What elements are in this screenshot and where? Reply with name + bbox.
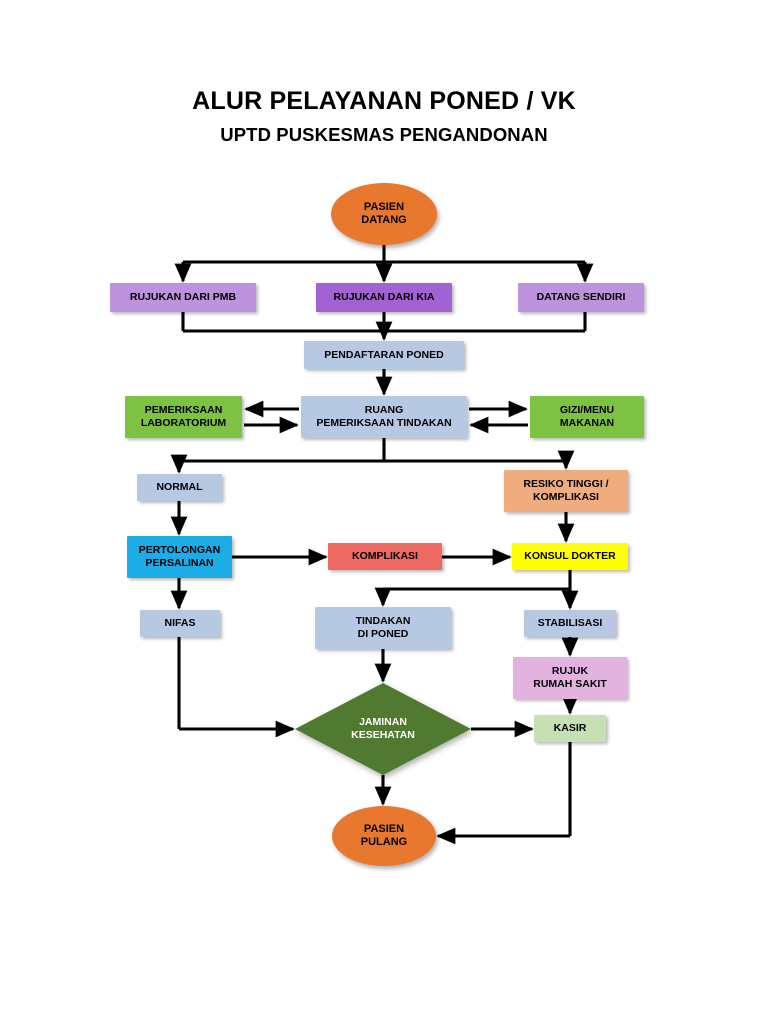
node-label: JAMINAN KESEHATAN xyxy=(351,715,415,741)
node-label: RESIKO TINGGI / KOMPLIKASI xyxy=(523,478,609,503)
page-title: ALUR PELAYANAN PONED / VK xyxy=(192,87,576,115)
node-label: KONSUL DOKTER xyxy=(524,550,616,563)
node-normal: NORMAL xyxy=(137,474,222,501)
node-label: KASIR xyxy=(553,722,587,735)
page-subtitle: UPTD PUSKESMAS PENGANDONAN xyxy=(220,123,548,145)
diamond-shape-icon xyxy=(295,683,471,775)
node-label: PEMERIKSAAN LABORATORIUM xyxy=(140,404,227,429)
node-rujukan_kia: RUJUKAN DARI KIA xyxy=(316,283,452,312)
node-stabilisasi: STABILISASI xyxy=(524,610,616,637)
node-tindakan_poned: TINDAKAN DI PONED xyxy=(315,607,451,649)
node-label: TINDAKAN DI PONED xyxy=(355,615,411,640)
node-pasien_datang: PASIEN DATANG xyxy=(331,183,437,245)
node-konsul_dokter: KONSUL DOKTER xyxy=(512,543,628,570)
node-label: GIZI/MENU MAKANAN xyxy=(559,404,615,429)
node-laboratorium: PEMERIKSAAN LABORATORIUM xyxy=(125,396,242,438)
node-rujuk_rs: RUJUK RUMAH SAKIT xyxy=(513,657,627,699)
node-label: PASIEN PULANG xyxy=(360,822,408,848)
node-pendaftaran: PENDAFTARAN PONED xyxy=(304,341,464,369)
node-resiko_tinggi: RESIKO TINGGI / KOMPLIKASI xyxy=(504,470,628,512)
node-label: RUJUKAN DARI KIA xyxy=(333,291,435,304)
node-kasir: KASIR xyxy=(534,715,606,742)
node-label: NORMAL xyxy=(156,481,203,494)
node-label: DATANG SENDIRI xyxy=(536,291,626,304)
node-pasien_pulang: PASIEN PULANG xyxy=(332,806,436,866)
node-label: PASIEN DATANG xyxy=(361,200,407,226)
node-komplikasi: KOMPLIKASI xyxy=(328,543,442,570)
node-jaminan: JAMINAN KESEHATAN xyxy=(295,683,471,775)
node-label: RUJUKAN DARI PMB xyxy=(129,291,237,304)
node-rujukan_pmb: RUJUKAN DARI PMB xyxy=(110,283,256,312)
node-pertolongan: PERTOLONGAN PERSALINAN xyxy=(127,536,232,578)
node-ruang_periksa: RUANG PEMERIKSAAN TINDAKAN xyxy=(301,396,467,438)
node-gizi_menu: GIZI/MENU MAKANAN xyxy=(530,396,644,438)
node-label: PENDAFTARAN PONED xyxy=(324,348,444,361)
node-label: KOMPLIKASI xyxy=(352,550,418,563)
node-datang_sendiri: DATANG SENDIRI xyxy=(518,283,644,312)
node-label: STABILISASI xyxy=(537,617,603,630)
node-label: PERTOLONGAN PERSALINAN xyxy=(138,544,221,569)
title-block: ALUR PELAYANAN PONED / VK UPTD PUSKESMAS… xyxy=(0,87,768,145)
node-label: RUJUK RUMAH SAKIT xyxy=(533,665,607,690)
node-nifas: NIFAS xyxy=(140,610,220,637)
node-label: NIFAS xyxy=(164,617,196,630)
node-label: RUANG PEMERIKSAAN TINDAKAN xyxy=(316,404,452,429)
